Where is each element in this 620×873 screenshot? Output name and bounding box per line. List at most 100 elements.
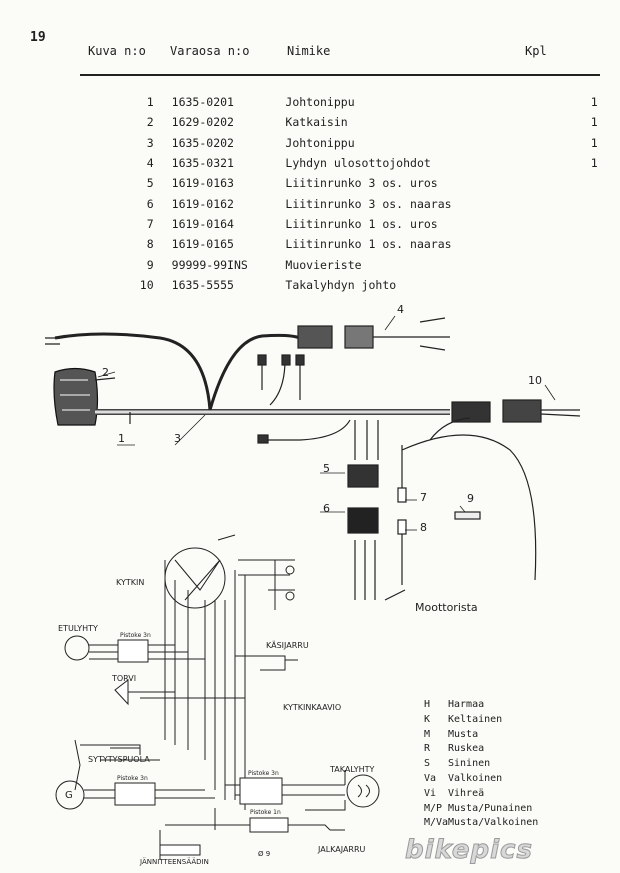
label-kasijarru: KÄSIJARRU (266, 641, 309, 650)
legend-color-name: Vihreä (448, 787, 485, 799)
legend-code: R (424, 743, 431, 755)
quantity: 1 (590, 156, 598, 171)
callout-2: 2 (102, 366, 109, 379)
callout-4: 4 (397, 303, 404, 316)
legend-color-name: Keltainen (448, 713, 503, 725)
part-number: 1619-0164 (171, 216, 234, 231)
parts-row: 10 1635-5555 Takalyhdyn johto (100, 275, 620, 295)
item-name: Liitinrunko 3 os. naaras (285, 196, 452, 211)
callout-10: 10 (528, 374, 542, 387)
part-number: 99999-99INS (171, 257, 248, 272)
item-name: Takalyhdyn johto (285, 277, 397, 292)
part-number: 1635-0201 (171, 95, 234, 110)
header-quantity: Kpl (525, 44, 547, 58)
part-number: 1635-0202 (171, 135, 234, 150)
figure-number: 10 (139, 277, 154, 292)
label-kytkinkaavio: KYTKINKAAVIO (283, 703, 342, 712)
legend-color-name: Harmaa (448, 699, 485, 710)
label-generator: G (65, 790, 73, 801)
legend-code: M (424, 728, 431, 740)
legend-color-name: Musta/Valkoinen (448, 817, 539, 829)
main-harness-drawing (95, 399, 581, 424)
legend-row: H Harmaa (424, 698, 538, 713)
callout-3: 3 (174, 432, 181, 445)
handwritten-note: Ø 9 (258, 850, 271, 858)
header-part-number: Varaosa n:o (170, 44, 250, 58)
legend-color-name: Ruskea (448, 743, 485, 755)
label-pistoke-3n-rear: Pistoke 3n (248, 770, 279, 777)
label-kytkin: KYTKIN (116, 578, 145, 587)
parts-row: 8 1619-0165 Liitinrunko 1 os. naaras (100, 234, 620, 254)
legend-code: M/P (424, 802, 443, 814)
part-number: 1619-0163 (171, 176, 234, 191)
figure-number: 4 (146, 156, 154, 171)
legend-row: K Keltainen (424, 713, 538, 728)
label-pistoke-1n: Pistoke 1n (250, 809, 281, 816)
label-takalyhty: TAKALYHTY (330, 765, 375, 774)
part-number: 1629-0202 (171, 115, 234, 130)
legend-row: M/P Musta/Punainen (424, 802, 538, 817)
legend-code: S (424, 758, 431, 770)
label-jalkajarru: JALKAJARRU (318, 845, 366, 854)
legend-code: K (424, 713, 431, 725)
label-jannitteensaadin: JÄNNITTEENSÄÄDIN (140, 858, 209, 866)
callout-leaders (97, 315, 556, 531)
part-number: 1619-0165 (171, 237, 234, 252)
legend-row: R Ruskea (424, 742, 538, 757)
page-number: 19 (30, 30, 46, 45)
wiring-schematic (55, 534, 380, 860)
legend-row: Vi Vihreä (424, 787, 538, 802)
item-name: Liitinrunko 3 os. uros (285, 176, 438, 191)
header-rule (80, 74, 600, 76)
figure-number: 3 (146, 135, 154, 150)
quantity: 1 (590, 95, 598, 110)
item-name: Muovieriste (285, 257, 362, 272)
legend-code: Vi (424, 787, 437, 799)
figure-number: 6 (146, 196, 154, 211)
parts-table: 1 1635-0201 Johtonippu 1 2 1629-0202 Katkaisin… (100, 92, 620, 295)
figure-number: 1 (146, 95, 154, 110)
label-pistoke-3n-generator: Pistoke 3n (117, 775, 148, 782)
legend-color-name: Valkoinen (448, 772, 503, 784)
header-item-name: Nimike (287, 44, 331, 58)
callout-9: 9 (467, 492, 474, 505)
figure-number: 9 (146, 257, 154, 272)
legend-color-name: Sininen (448, 758, 491, 770)
legend-code: M/Va (424, 817, 449, 829)
item-name: Johtonippu (285, 95, 355, 110)
quantity: 1 (590, 115, 598, 130)
label-torvi: TORVI (112, 674, 137, 683)
callout-8: 8 (420, 521, 427, 534)
parts-row: 2 1629-0202 Katkaisin 1 (100, 112, 620, 132)
legend-color-name: Musta/Punainen (448, 802, 533, 814)
label-pistoke-3n-front: Pistoke 3n (120, 632, 151, 639)
callout-1: 1 (118, 432, 125, 445)
handlebar-switch-drawing (53, 367, 116, 426)
item-name: Katkaisin (285, 115, 348, 130)
item-name: Liitinrunko 1 os. naaras (285, 237, 452, 252)
moottorista-arrow (384, 589, 406, 601)
part-number: 1635-0321 (171, 156, 234, 171)
part-number: 1619-0162 (171, 196, 234, 211)
part-number: 1635-5555 (171, 277, 234, 292)
figure-number: 8 (146, 237, 154, 252)
callout-7: 7 (420, 491, 427, 504)
label-moottorista: Moottorista (415, 601, 478, 614)
header-figure-number: Kuva n:o (88, 44, 146, 58)
figure-number: 2 (146, 115, 154, 130)
legend-code: H (424, 699, 431, 710)
quantity: 1 (590, 135, 598, 150)
label-etulyhty: ETULYHTY (58, 624, 98, 633)
callout-5: 5 (323, 462, 330, 475)
legend-row: S Sininen (424, 757, 538, 772)
